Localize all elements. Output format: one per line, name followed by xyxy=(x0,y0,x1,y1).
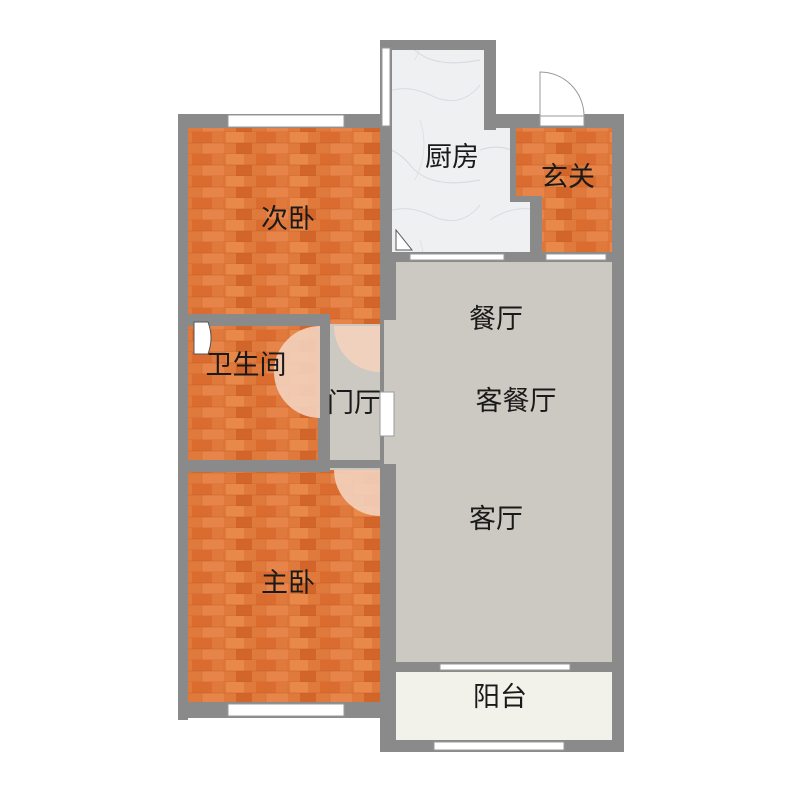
room-label-balcony: 阳台 xyxy=(473,682,527,713)
room-label-kitchen: 厨房 xyxy=(425,142,479,173)
room-label-foyer: 门厅 xyxy=(327,388,381,419)
room-floor-living-dining xyxy=(380,258,612,664)
doors xyxy=(193,71,585,516)
window-entrance-bottom xyxy=(545,253,607,261)
room-label-bathroom: 卫生间 xyxy=(206,350,287,381)
room-label-living-dining: 客餐厅 xyxy=(476,386,557,417)
door-arc-bedroom2 xyxy=(334,326,380,372)
room-label-bedroom2: 次卧 xyxy=(261,204,315,235)
room-floor-master-bedroom xyxy=(186,470,380,702)
room-label-dining: 餐厅 xyxy=(469,304,523,335)
room-label-entrance: 玄关 xyxy=(541,162,595,193)
room-label-living: 客厅 xyxy=(469,504,523,535)
window-living xyxy=(439,663,571,671)
door-arc-entrance xyxy=(539,71,585,117)
door-arc-bathroom xyxy=(274,326,320,372)
window-master-bedroom xyxy=(227,703,345,717)
room-floor-bedroom2 xyxy=(186,128,380,324)
window-kitchen-bottom xyxy=(409,253,505,261)
room-floor-kitchen xyxy=(392,48,530,256)
room-floor-balcony xyxy=(396,672,612,742)
window-bedroom2 xyxy=(227,114,345,128)
door-living xyxy=(379,391,395,437)
window-entrance-top xyxy=(539,115,585,127)
room-label-master-bedroom: 主卧 xyxy=(261,568,315,599)
window-kitchen xyxy=(381,47,391,127)
door-arc-master xyxy=(334,470,380,516)
windows xyxy=(227,47,607,751)
window-balcony xyxy=(433,741,565,751)
room-floor-entrance xyxy=(514,128,612,256)
